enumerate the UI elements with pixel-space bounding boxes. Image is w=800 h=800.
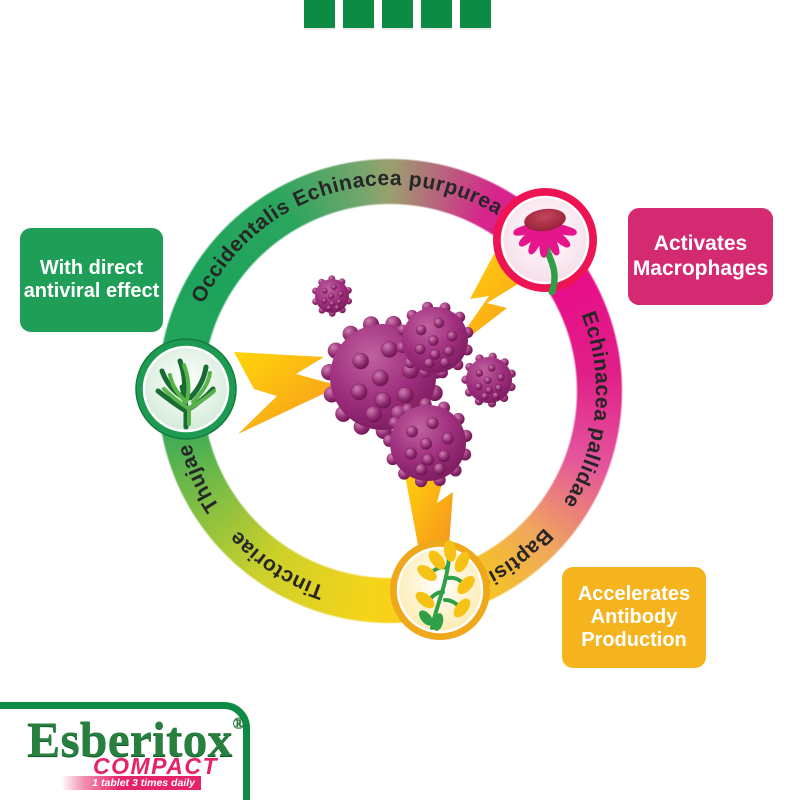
virus [383,398,473,488]
ring-label-tinctoriae: Tinctoriae [225,526,326,603]
brand-logo: Esberitox® COMPACT 1 tablet 3 times dail… [0,702,250,800]
ring-label-echinacea-purpureae: Echinacea purpureae [289,167,517,226]
ring-label-thujae: Thujae [173,442,223,517]
thuja-badge [135,338,237,440]
lightning-bolt-icon [234,352,340,434]
wild-indigo-icon [415,540,475,631]
svg-text:Echinacea purpureae: Echinacea purpureae [289,167,517,226]
registered-mark: ® [232,715,245,732]
svg-text:Thujae: Thujae [173,442,224,517]
antiviral-callout: With direct antiviral effect [20,228,163,332]
brand-variant: COMPACT [93,753,219,779]
antiviral-callout-text: With direct antiviral effect [23,256,160,302]
top-green-squares [304,0,491,28]
echinacea-flower-badge [493,188,597,296]
thuja-branch-icon [155,358,216,430]
ring-label-occidentalis: Occidentalis [187,195,293,307]
macrophages-callout: Activates Macrophages [628,208,773,305]
green-square [460,0,491,28]
brand-name: Esberitox® [27,711,245,767]
virus [396,301,474,379]
antibody-callout: Accelerates Antibody Production [562,567,706,668]
svg-text:Tinctoriae: Tinctoriae [225,526,327,603]
baptisia-badge [390,540,490,640]
green-square [343,0,374,28]
green-square [382,0,413,28]
coneflower-icon [513,208,577,296]
svg-text:Echinacea pallidae: Echinacea pallidae [559,308,614,512]
virus [312,275,352,317]
green-square [304,0,335,28]
svg-text:Occidentalis: Occidentalis [187,195,294,307]
brand-tagline: 1 tablet 3 times daily [61,776,201,790]
green-square [421,0,452,28]
virus-cluster [312,275,516,488]
virus [461,352,516,408]
antibody-callout-text: Accelerates Antibody Production [577,582,691,652]
ring-label-echinacea-pallidae: Echinacea pallidae [559,308,614,512]
macrophages-callout-text: Activates Macrophages [632,232,769,280]
